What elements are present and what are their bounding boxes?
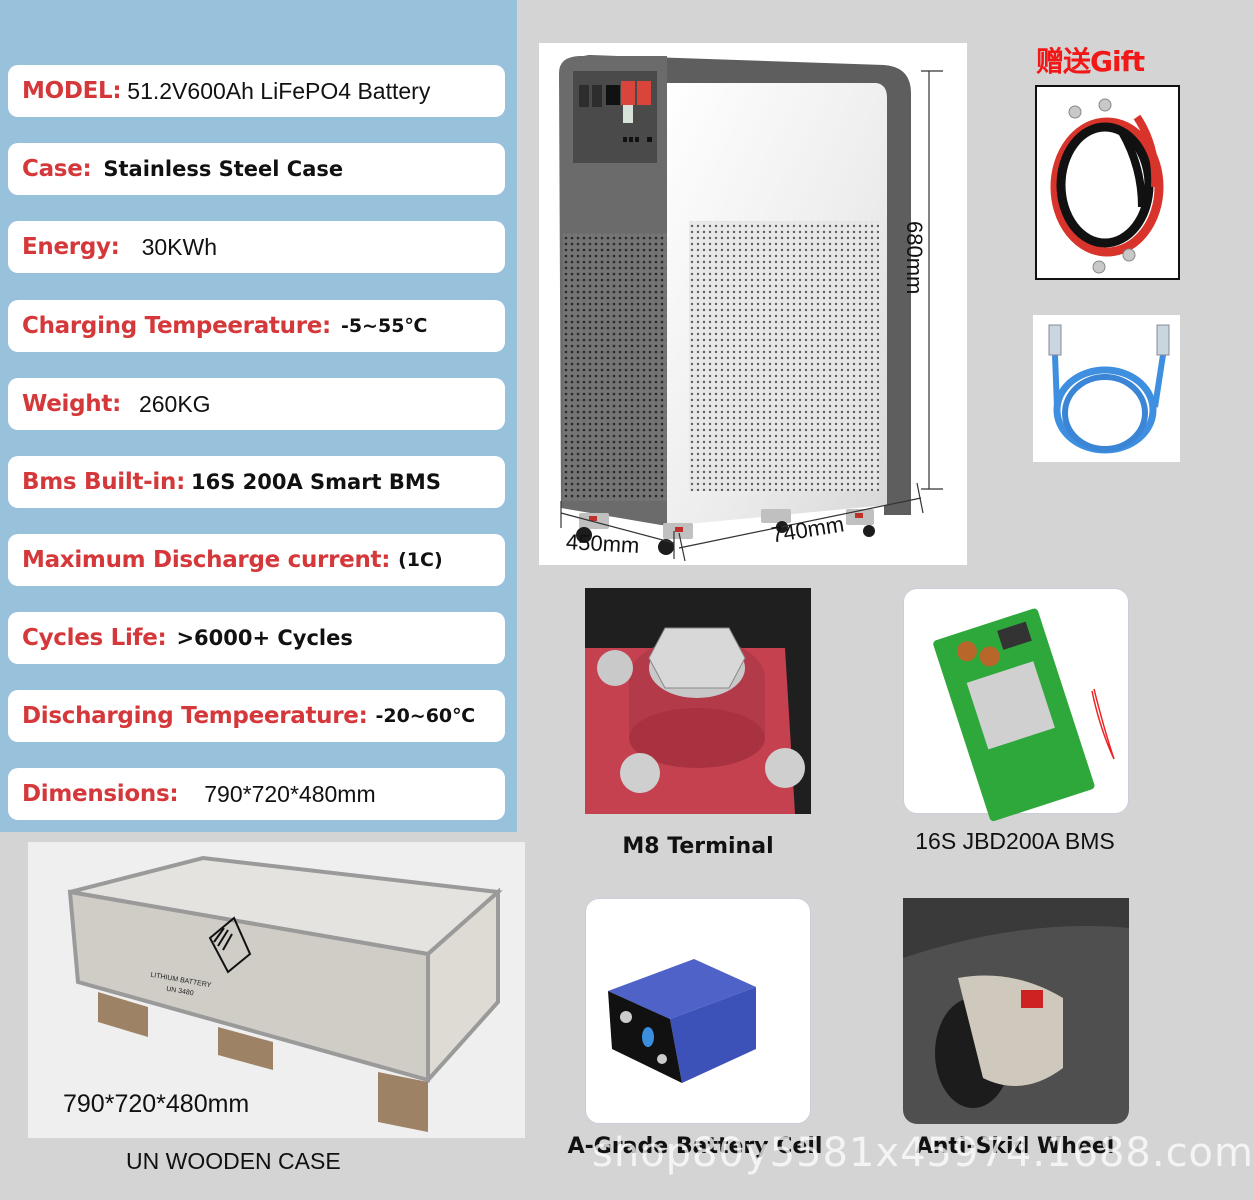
feature-label-battery-cell: A-Grade Battery Cell bbox=[567, 1134, 823, 1159]
spec-value: 30KWh bbox=[141, 233, 218, 260]
battery-cabinet-image: 680mm 450mm 740mm bbox=[539, 43, 967, 565]
battery-cabinet-icon bbox=[559, 55, 943, 562]
crate-title: UN WOODEN CASE bbox=[126, 1148, 341, 1174]
height-dimension-label: 680mm bbox=[902, 221, 927, 295]
spec-value: 16S 200A Smart BMS bbox=[190, 470, 441, 494]
spec-label: Maximum Discharge current: bbox=[22, 547, 391, 573]
battery-cell-image bbox=[585, 898, 811, 1124]
ethernet-cable-icon bbox=[1048, 324, 1170, 454]
spec-label: Bms Built-in: bbox=[22, 469, 185, 495]
crate-dimensions: 790*720*480mm bbox=[63, 1090, 250, 1118]
spec-value: -5~55℃ bbox=[340, 315, 428, 337]
spec-row-discharging-temp: Discharging Tempeerature: -20~60℃ bbox=[8, 690, 505, 742]
spec-label: Case: bbox=[22, 156, 92, 182]
caster-wheel-icon bbox=[903, 898, 1129, 1108]
battery-cable-icon bbox=[1050, 98, 1164, 274]
feature-label-m8-terminal: M8 Terminal bbox=[622, 834, 774, 859]
spec-label: Cycles Life: bbox=[22, 625, 167, 651]
ethernet-cable-image bbox=[1033, 315, 1180, 462]
battery-cell-icon bbox=[608, 959, 756, 1083]
spec-value: >6000+ Cycles bbox=[176, 626, 353, 650]
battery-cables-image bbox=[1035, 85, 1180, 280]
spec-panel: MODEL: 51.2V600Ah LiFePO4 Battery Case: … bbox=[0, 0, 517, 832]
depth-dimension-label: 450mm bbox=[565, 529, 640, 558]
spec-value: 51.2V600Ah LiFePO4 Battery bbox=[127, 77, 431, 104]
spec-row-case: Case: Stainless Steel Case bbox=[8, 143, 505, 195]
spec-row-model: MODEL: 51.2V600Ah LiFePO4 Battery bbox=[8, 65, 505, 117]
bms-board-icon bbox=[933, 608, 1115, 822]
feature-label-bms: 16S JBD200A BMS bbox=[915, 828, 1115, 854]
spec-value: (1C) bbox=[398, 549, 443, 571]
spec-row-charging-temp: Charging Tempeerature: -5~55℃ bbox=[8, 300, 505, 352]
spec-value: 260KG bbox=[138, 390, 211, 417]
spec-row-energy: Energy: 30KWh bbox=[8, 221, 505, 273]
wooden-crate-image: LITHIUM BATTERY UN 3480 bbox=[28, 842, 525, 1138]
bms-board-image bbox=[903, 588, 1129, 822]
spec-row-bms: Bms Built-in: 16S 200A Smart BMS bbox=[8, 456, 505, 508]
spec-label: Discharging Tempeerature: bbox=[22, 703, 368, 729]
spec-row-cycles: Cycles Life: >6000+ Cycles bbox=[8, 612, 505, 664]
spec-label: Energy: bbox=[22, 234, 120, 260]
spec-value: -20~60℃ bbox=[375, 705, 476, 727]
spec-row-max-discharge: Maximum Discharge current: (1C) bbox=[8, 534, 505, 586]
spec-value: Stainless Steel Case bbox=[103, 157, 344, 181]
spec-row-weight: Weight: 260KG bbox=[8, 378, 505, 430]
gift-title: 赠送Gift bbox=[1036, 45, 1145, 78]
m8-terminal-image bbox=[585, 588, 811, 814]
terminal-bolt-icon bbox=[585, 588, 811, 814]
wooden-crate-icon bbox=[67, 855, 503, 1132]
anti-skid-wheel-image bbox=[903, 898, 1129, 1124]
spec-label: Weight: bbox=[22, 391, 121, 417]
spec-label: Charging Tempeerature: bbox=[22, 313, 331, 339]
spec-row-dimensions: Dimensions: 790*720*480mm bbox=[8, 768, 505, 820]
feature-label-wheel: Anti-Skid Wheel bbox=[915, 1134, 1115, 1159]
spec-value: 790*720*480mm bbox=[204, 780, 376, 807]
spec-label: Dimensions: bbox=[22, 781, 179, 807]
spec-label: MODEL: bbox=[22, 78, 122, 104]
